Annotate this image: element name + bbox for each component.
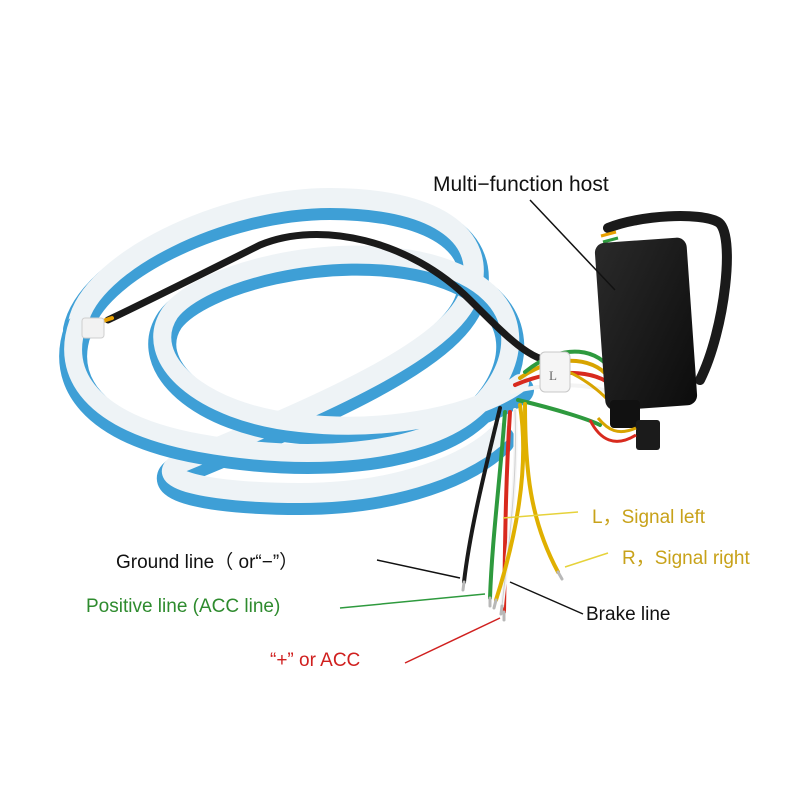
signal-right-label: R，Signal right [622,548,750,569]
host-label: Multi−function host [433,173,609,196]
module-letter: L [549,368,557,383]
lead-wires [462,402,560,614]
signal-left-label: L，Signal left [592,507,706,528]
brake-line-label: Brake line [586,604,671,625]
multi-function-host-box [588,211,732,450]
host-leader-line [529,199,616,291]
signal-left-wire [494,403,526,602]
signal-left-leader-line [502,511,579,519]
positive-leader-line [339,593,486,609]
ground-leader-line [376,559,461,579]
leader-lines [339,199,616,664]
plus-or-acc-label: “+” or ACC [270,650,361,671]
outer-strip-loop [63,187,515,516]
positive-line-label: Positive line (ACC line) [86,596,281,617]
led-strip [59,187,534,516]
ground-wire [462,406,502,584]
acc-leader-line [404,617,501,664]
brake-leader-line [509,581,584,615]
strip-connector [81,317,105,339]
wire-tips [461,570,564,622]
positive-wire [488,410,507,600]
ground-line-label: Ground line（ or“−”） [116,552,299,573]
signal-right-wire [523,402,560,574]
strip-label-module: L [539,351,571,393]
signal-right-leader-line [564,552,609,568]
